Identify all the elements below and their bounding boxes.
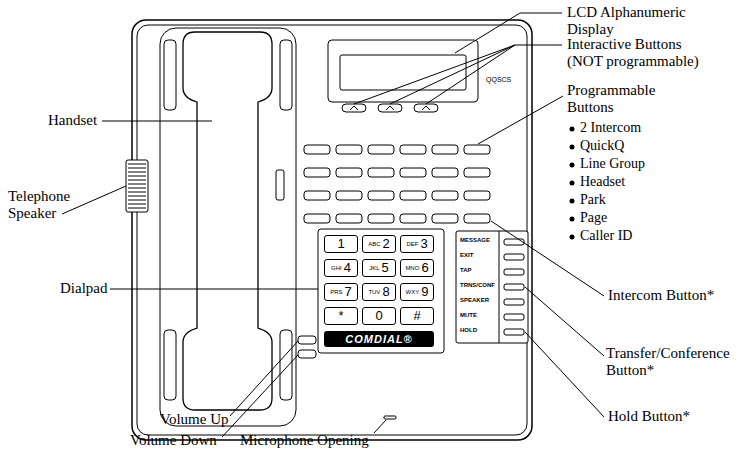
brand-plate: COMDIAL® <box>324 331 434 347</box>
feature-item: Line Group <box>580 156 645 172</box>
feature-item: 2 Intercom <box>580 120 641 136</box>
dial-key: PRS7 <box>324 283 358 301</box>
callout-label: Hold Button* <box>608 408 690 425</box>
button-label: EXIT <box>460 252 473 259</box>
dial-key: MNO6 <box>400 259 434 277</box>
feature-item: QuickQ <box>580 138 624 154</box>
brand-name: COMDIAL® <box>345 333 412 345</box>
callout-label: Handset <box>48 112 97 129</box>
callout-label: Microphone Opening <box>240 432 369 449</box>
callout-label: Intercom Button* <box>608 287 714 304</box>
key-digit: 1 <box>337 237 344 251</box>
callout-label: Programmable Buttons <box>567 82 667 116</box>
callout-label: Volume Down <box>130 432 217 449</box>
dial-key: GHI4 <box>324 259 358 277</box>
key-digit: # <box>413 309 420 323</box>
dial-key: TUV8 <box>362 283 396 301</box>
model-code: QQSCS <box>486 76 511 84</box>
callout-label: Dialpad <box>60 280 107 297</box>
key-letters: GHI <box>331 265 342 272</box>
key-digit: 3 <box>420 237 427 251</box>
dial-key: 0 <box>362 307 396 325</box>
button-label: MESSAGE <box>460 237 490 244</box>
key-digit: * <box>338 309 343 323</box>
button-label: HOLD <box>460 327 477 334</box>
dial-key: # <box>400 307 434 325</box>
dial-key: JKL5 <box>362 259 396 277</box>
key-digit: 9 <box>421 285 428 299</box>
callout-label: Volume Up <box>160 411 228 428</box>
dial-key: DEF3 <box>400 235 434 253</box>
key-digit: 8 <box>382 285 389 299</box>
key-digit: 7 <box>345 285 352 299</box>
callout-label: Interactive Buttons (NOT programmable) <box>567 36 707 70</box>
key-digit: 0 <box>375 309 382 323</box>
key-letters: MNO <box>405 265 419 272</box>
button-label: TRNS/CONF <box>460 282 495 289</box>
callout-label: LCD Alphanumeric Display <box>567 4 697 38</box>
dial-key: ABC2 <box>362 235 396 253</box>
leader-lines <box>62 13 604 437</box>
callout-label: Telephone Speaker <box>8 188 86 222</box>
button-label: SPEAKER <box>460 297 489 304</box>
key-digit: 2 <box>383 237 390 251</box>
key-letters: ABC <box>368 241 380 248</box>
key-letters: JKL <box>369 265 379 272</box>
key-digit: 4 <box>344 261 351 275</box>
key-letters: TUV <box>368 289 380 296</box>
key-letters: WXY <box>406 289 420 296</box>
button-label: MUTE <box>460 312 477 319</box>
key-digit: 6 <box>421 261 428 275</box>
callout-label: Transfer/Conference Button* <box>606 345 736 379</box>
key-digit: 5 <box>382 261 389 275</box>
dial-key: WXY9 <box>400 283 434 301</box>
button-label: TAP <box>460 267 472 274</box>
feature-item: Park <box>580 192 606 208</box>
dial-key: 1 <box>324 235 358 253</box>
key-letters: PRS <box>330 289 342 296</box>
dial-key: * <box>324 307 358 325</box>
key-letters: DEF <box>406 241 418 248</box>
feature-item: Page <box>580 210 607 226</box>
feature-item: Caller ID <box>580 228 632 244</box>
feature-item: Headset <box>580 174 625 190</box>
